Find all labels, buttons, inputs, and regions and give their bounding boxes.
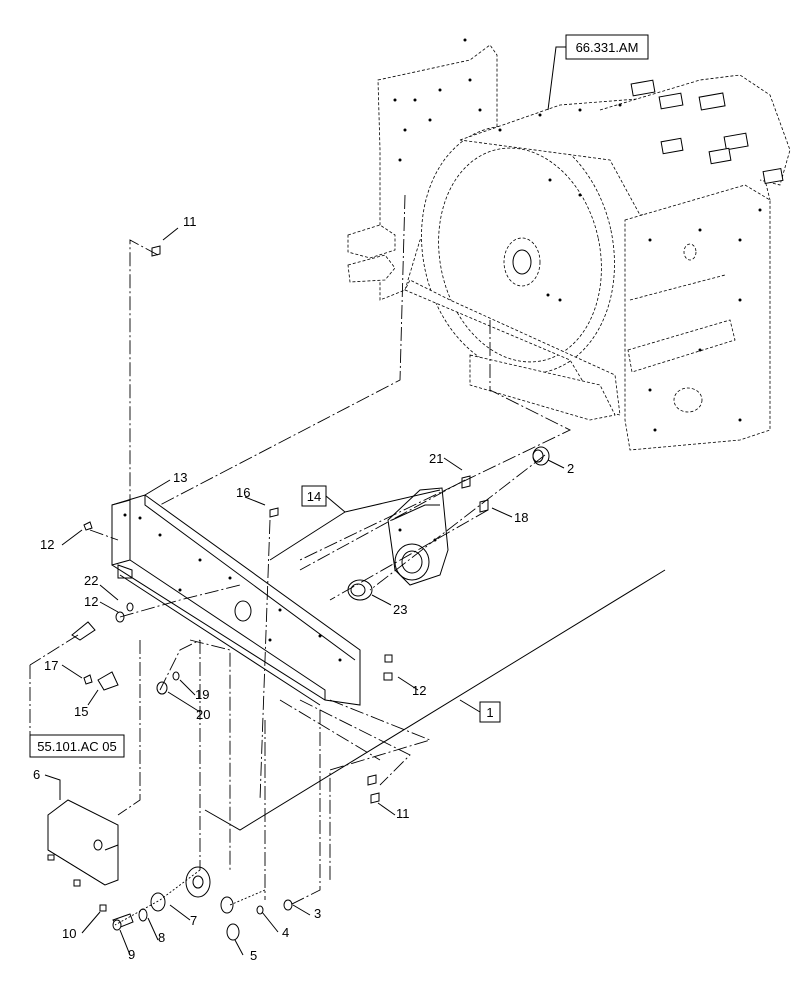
callout-13[interactable]: 13 — [173, 470, 187, 485]
callout-1[interactable]: 1 — [204, 569, 666, 831]
washer-7b — [150, 892, 166, 912]
callout-leaders — [44, 227, 565, 956]
small-parts-bottom — [256, 899, 293, 915]
callout-16[interactable]: 16 — [236, 485, 250, 500]
callout-19[interactable]: 19 — [195, 687, 209, 702]
housing-bolt-holes — [393, 38, 762, 432]
clip-5 — [226, 923, 240, 941]
callout-4[interactable]: 4 — [282, 925, 289, 940]
ref-label-66-331-am-text: 66.331.AM — [576, 40, 639, 55]
rotor-blades — [630, 79, 784, 185]
callout-7[interactable]: 7 — [190, 913, 197, 928]
callout-14-text: 14 — [307, 489, 321, 504]
bearing — [347, 579, 373, 601]
callout-23[interactable]: 23 — [393, 602, 407, 617]
callout-18[interactable]: 18 — [514, 510, 528, 525]
chain-link — [220, 896, 234, 914]
sprocket-7 — [185, 866, 211, 898]
callout-11-bottom[interactable]: 11 — [396, 806, 410, 821]
callout-20[interactable]: 20 — [196, 707, 210, 722]
callout-12-a[interactable]: 12 — [40, 537, 54, 552]
ref-label-66-331-am[interactable]: 66.331.AM — [547, 34, 649, 111]
callout-12-b[interactable]: 12 — [84, 594, 98, 609]
callout-12-c[interactable]: 12 — [412, 683, 426, 698]
snap-ring — [532, 446, 550, 466]
callout-14[interactable]: 14 — [269, 485, 441, 561]
shield-cover — [47, 799, 119, 886]
callouts: 11 13 16 12 22 12 21 2 18 23 12 17 15 19… — [33, 214, 574, 963]
ref-label-55-101-ac-05[interactable]: 55.101.AC 05 — [29, 734, 125, 758]
callout-8[interactable]: 8 — [158, 930, 165, 945]
callout-21[interactable]: 21 — [429, 451, 443, 466]
callout-22[interactable]: 22 — [84, 573, 98, 588]
callout-6[interactable]: 6 — [33, 767, 40, 782]
callout-10[interactable]: 10 — [62, 926, 76, 941]
rotor-housing-assembly — [347, 38, 791, 451]
channel-holes — [123, 513, 342, 662]
callout-1-text: 1 — [486, 705, 493, 720]
callout-5[interactable]: 5 — [250, 948, 257, 963]
callout-9[interactable]: 9 — [128, 947, 135, 962]
callout-11-top[interactable]: 11 — [183, 214, 197, 229]
callout-17[interactable]: 17 — [44, 658, 58, 673]
ref-label-55-101-ac-05-text: 55.101.AC 05 — [37, 739, 117, 754]
assembly-center-lines — [29, 194, 572, 926]
callout-2[interactable]: 2 — [567, 461, 574, 476]
callout-3[interactable]: 3 — [314, 906, 321, 921]
callout-15[interactable]: 15 — [74, 704, 88, 719]
